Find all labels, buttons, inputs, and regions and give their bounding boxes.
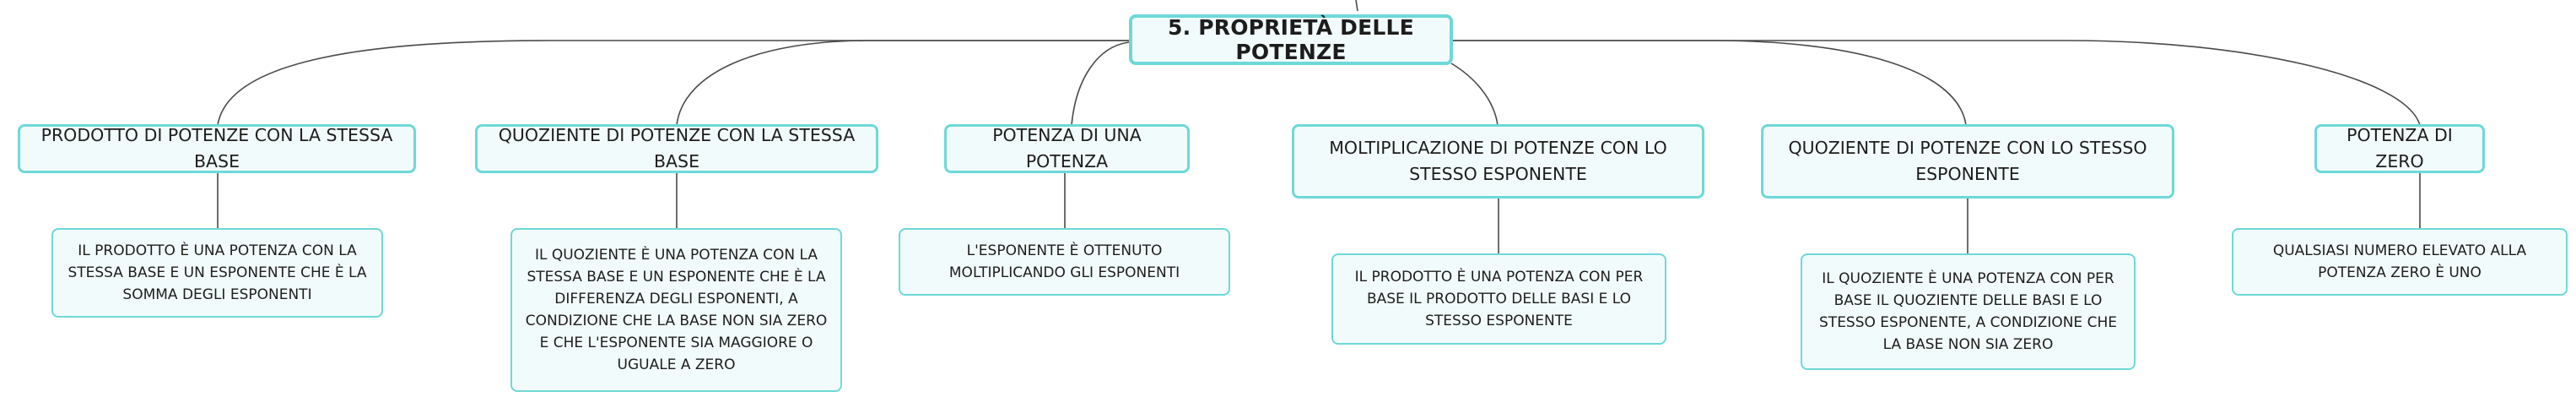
topic-node-4[interactable]: MOLTIPLICAZIONE DI POTENZE CON LO STESSO… [1292,124,1704,199]
detail-node-6[interactable]: QUALSIASI NUMERO ELEVATO ALLA POTENZA ZE… [2232,228,2568,296]
root-title: 5. PROPRIETÀ DELLE POTENZE [1168,15,1414,64]
connector-root-branch-2 [676,40,1129,126]
topic-title-3: POTENZA DI UNA POTENZA [992,125,1142,171]
detail-node-5[interactable]: IL QUOZIENTE È UNA POTENZA CON PER BASE … [1801,253,2136,370]
detail-text-1: IL PRODOTTO È UNA POTENZA CON LA STESSA … [68,242,367,303]
topic-node-3[interactable]: POTENZA DI UNA POTENZA [944,124,1190,173]
topic-title-4: MOLTIPLICAZIONE DI POTENZE CON LO STESSO… [1329,138,1667,184]
connector-root-branch-3 [1071,41,1130,126]
root-node[interactable]: 5. PROPRIETÀ DELLE POTENZE [1129,14,1453,65]
detail-text-3: L'ESPONENTE È OTTENUTO MOLTIPLICANDO GLI… [948,242,1180,281]
connector-root-branch-6 [1451,40,2421,126]
topic-node-2[interactable]: QUOZIENTE DI POTENZE CON LA STESSA BASE [475,124,878,173]
topic-title-2: QUOZIENTE DI POTENZE CON LA STESSA BASE [498,125,856,171]
detail-node-1[interactable]: IL PRODOTTO È UNA POTENZA CON LA STESSA … [51,228,383,318]
topic-node-6[interactable]: POTENZA DI ZERO [2314,124,2485,173]
topic-title-6: POTENZA DI ZERO [2346,125,2453,171]
connector-root-branch-5 [1451,40,1967,126]
connector-root-parent [1355,0,1358,12]
detail-text-5: IL QUOZIENTE È UNA POTENZA CON PER BASE … [1819,270,2117,353]
topic-title-5: QUOZIENTE DI POTENZE CON LO STESSO ESPON… [1788,138,2147,184]
connector-root-branch-1 [217,40,1129,126]
detail-node-2[interactable]: IL QUOZIENTE È UNA POTENZA CON LA STESSA… [510,228,842,392]
detail-node-3[interactable]: L'ESPONENTE È OTTENUTO MOLTIPLICANDO GLI… [899,228,1230,296]
connector-root-branch-4 [1450,63,1499,126]
detail-text-6: QUALSIASI NUMERO ELEVATO ALLA POTENZA ZE… [2272,242,2527,281]
detail-text-4: IL PRODOTTO È UNA POTENZA CON PER BASE I… [1354,269,1644,329]
topic-node-1[interactable]: PRODOTTO DI POTENZE CON LA STESSA BASE [18,124,416,173]
detail-node-4[interactable]: IL PRODOTTO È UNA POTENZA CON PER BASE I… [1331,253,1666,345]
detail-text-2: IL QUOZIENTE È UNA POTENZA CON LA STESSA… [525,247,828,373]
topic-node-5[interactable]: QUOZIENTE DI POTENZE CON LO STESSO ESPON… [1761,124,2174,199]
topic-title-1: PRODOTTO DI POTENZE CON LA STESSA BASE [41,125,393,171]
